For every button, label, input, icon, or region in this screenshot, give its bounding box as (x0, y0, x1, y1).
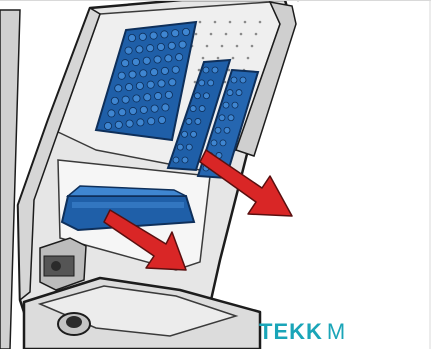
brand-mark: TEKK (259, 319, 323, 345)
hinge-mechanism (40, 238, 86, 290)
brand-suffix: M (327, 319, 345, 345)
brand-logo: TEKK M (259, 319, 345, 345)
base-knob (58, 313, 90, 335)
